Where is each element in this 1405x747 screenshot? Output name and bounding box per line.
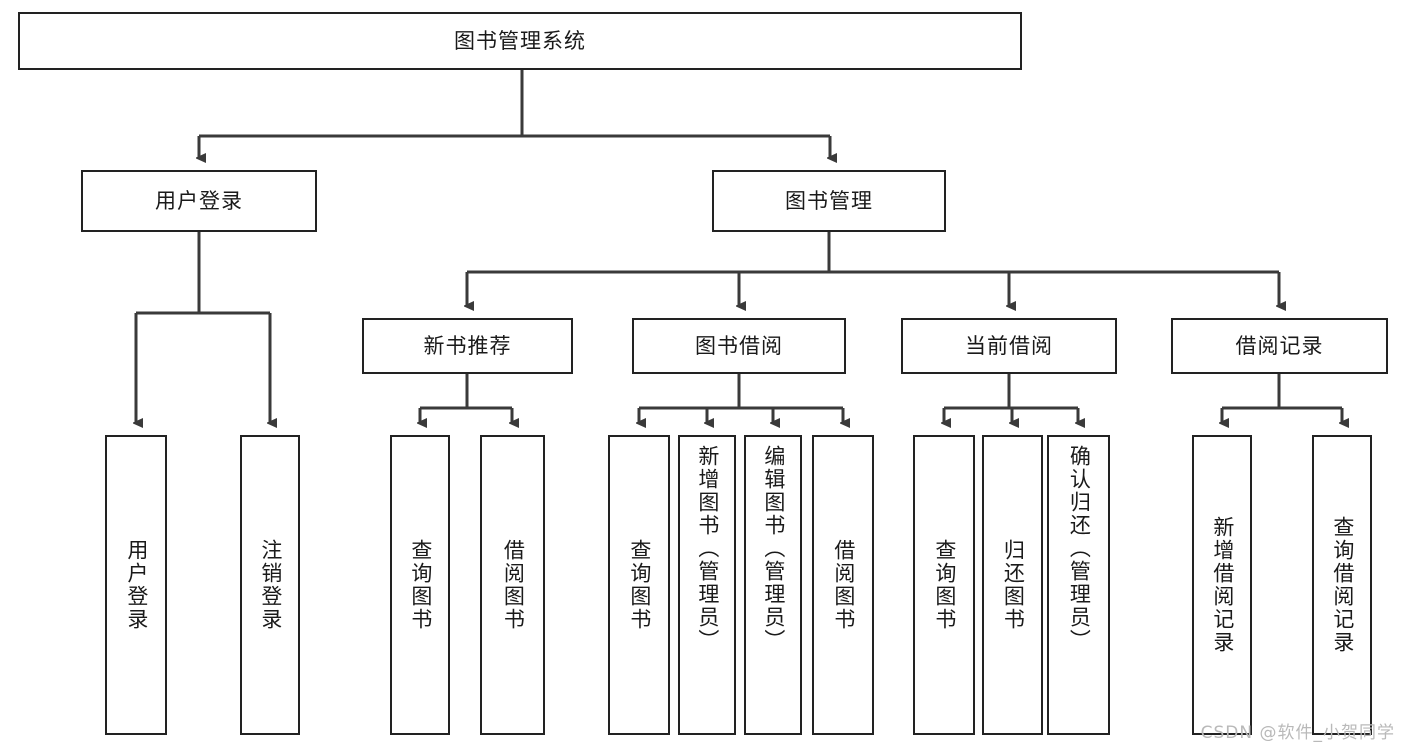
node-book-borrow-label: 图书借阅 [695,333,783,358]
leaf-user-login-label: 用户登录 [124,539,149,631]
leaf-confirm-return-label: 确认归还（管理员） [1067,445,1092,652]
leaf-user-login[interactable]: 用户登录 [105,435,167,735]
node-borrow-record-label: 借阅记录 [1235,333,1324,358]
leaf-logout[interactable]: 注销登录 [240,435,300,735]
node-current-borrow-label: 当前借阅 [965,333,1053,358]
leaf-edit-book[interactable]: 编辑图书（管理员） [744,435,802,735]
leaf-return-book-label: 归还图书 [1001,539,1026,631]
node-user-login[interactable]: 用户登录 [81,170,317,232]
leaf-query-book-borrow-label: 查询图书 [627,539,652,631]
node-book-manage[interactable]: 图书管理 [712,170,946,232]
node-root-label: 图书管理系统 [454,28,586,53]
node-root[interactable]: 图书管理系统 [18,12,1022,70]
leaf-query-book-rec[interactable]: 查询图书 [390,435,450,735]
leaf-borrow-book-label: 借阅图书 [831,539,856,631]
node-book-borrow[interactable]: 图书借阅 [632,318,846,374]
node-current-borrow[interactable]: 当前借阅 [901,318,1117,374]
leaf-query-record[interactable]: 查询借阅记录 [1312,435,1372,735]
node-user-login-label: 用户登录 [155,188,243,213]
leaf-return-book[interactable]: 归还图书 [982,435,1043,735]
leaf-add-record-label: 新增借阅记录 [1210,516,1235,654]
leaf-query-book-rec-label: 查询图书 [408,539,433,631]
leaf-query-book-current[interactable]: 查询图书 [913,435,975,735]
node-new-book-rec-label: 新书推荐 [423,333,512,358]
leaf-add-book[interactable]: 新增图书（管理员） [678,435,736,735]
leaf-add-record[interactable]: 新增借阅记录 [1192,435,1252,735]
node-borrow-record[interactable]: 借阅记录 [1171,318,1388,374]
leaf-logout-label: 注销登录 [258,539,283,631]
leaf-confirm-return[interactable]: 确认归还（管理员） [1047,435,1110,735]
leaf-query-record-label: 查询借阅记录 [1330,516,1355,654]
leaf-add-book-label: 新增图书（管理员） [695,445,720,652]
leaf-query-book-current-label: 查询图书 [932,539,957,631]
node-book-manage-label: 图书管理 [785,188,873,213]
node-new-book-rec[interactable]: 新书推荐 [362,318,573,374]
leaf-edit-book-label: 编辑图书（管理员） [761,445,786,652]
leaf-borrow-book[interactable]: 借阅图书 [812,435,874,735]
leaf-query-book-borrow[interactable]: 查询图书 [608,435,670,735]
leaf-borrow-book-rec[interactable]: 借阅图书 [480,435,545,735]
leaf-borrow-book-rec-label: 借阅图书 [501,539,526,631]
